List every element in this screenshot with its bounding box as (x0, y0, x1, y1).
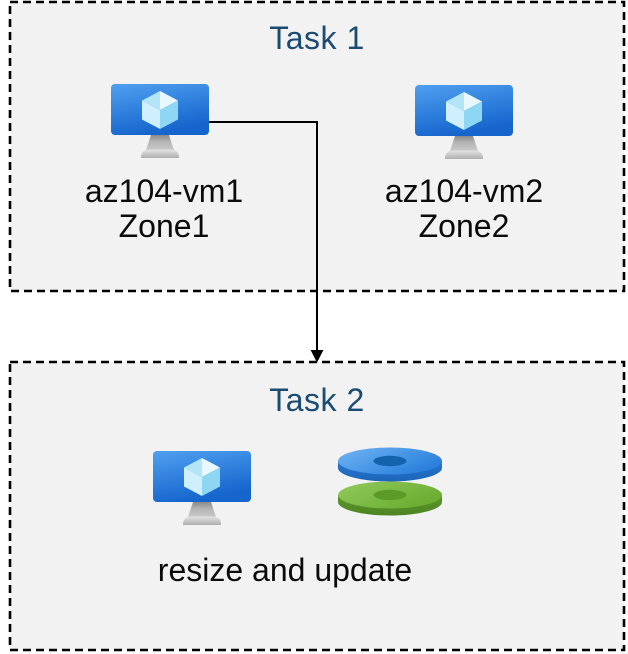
vm1-name: az104-vm1 (84, 173, 244, 209)
vm2-label: az104-vm2 Zone2 (304, 174, 624, 244)
task2-caption: resize and update (157, 552, 413, 588)
vm1-zone: Zone1 (118, 208, 210, 244)
azure-virtual-machine-icon (111, 84, 209, 158)
azure-disks-icon (338, 447, 442, 516)
task1-title: Task 1 (269, 20, 365, 56)
connector-line (209, 121, 318, 351)
azure-virtual-machine-icon (415, 85, 513, 159)
vm1-label: az104-vm1 Zone1 (4, 174, 324, 244)
vm2-name: az104-vm2 (384, 173, 544, 209)
azure-virtual-machine-icon (153, 451, 251, 525)
task2-title: Task 2 (269, 382, 365, 418)
vm2-zone: Zone2 (418, 208, 510, 244)
task2-panel (8, 360, 626, 652)
connector-arrowhead-icon (310, 350, 324, 363)
